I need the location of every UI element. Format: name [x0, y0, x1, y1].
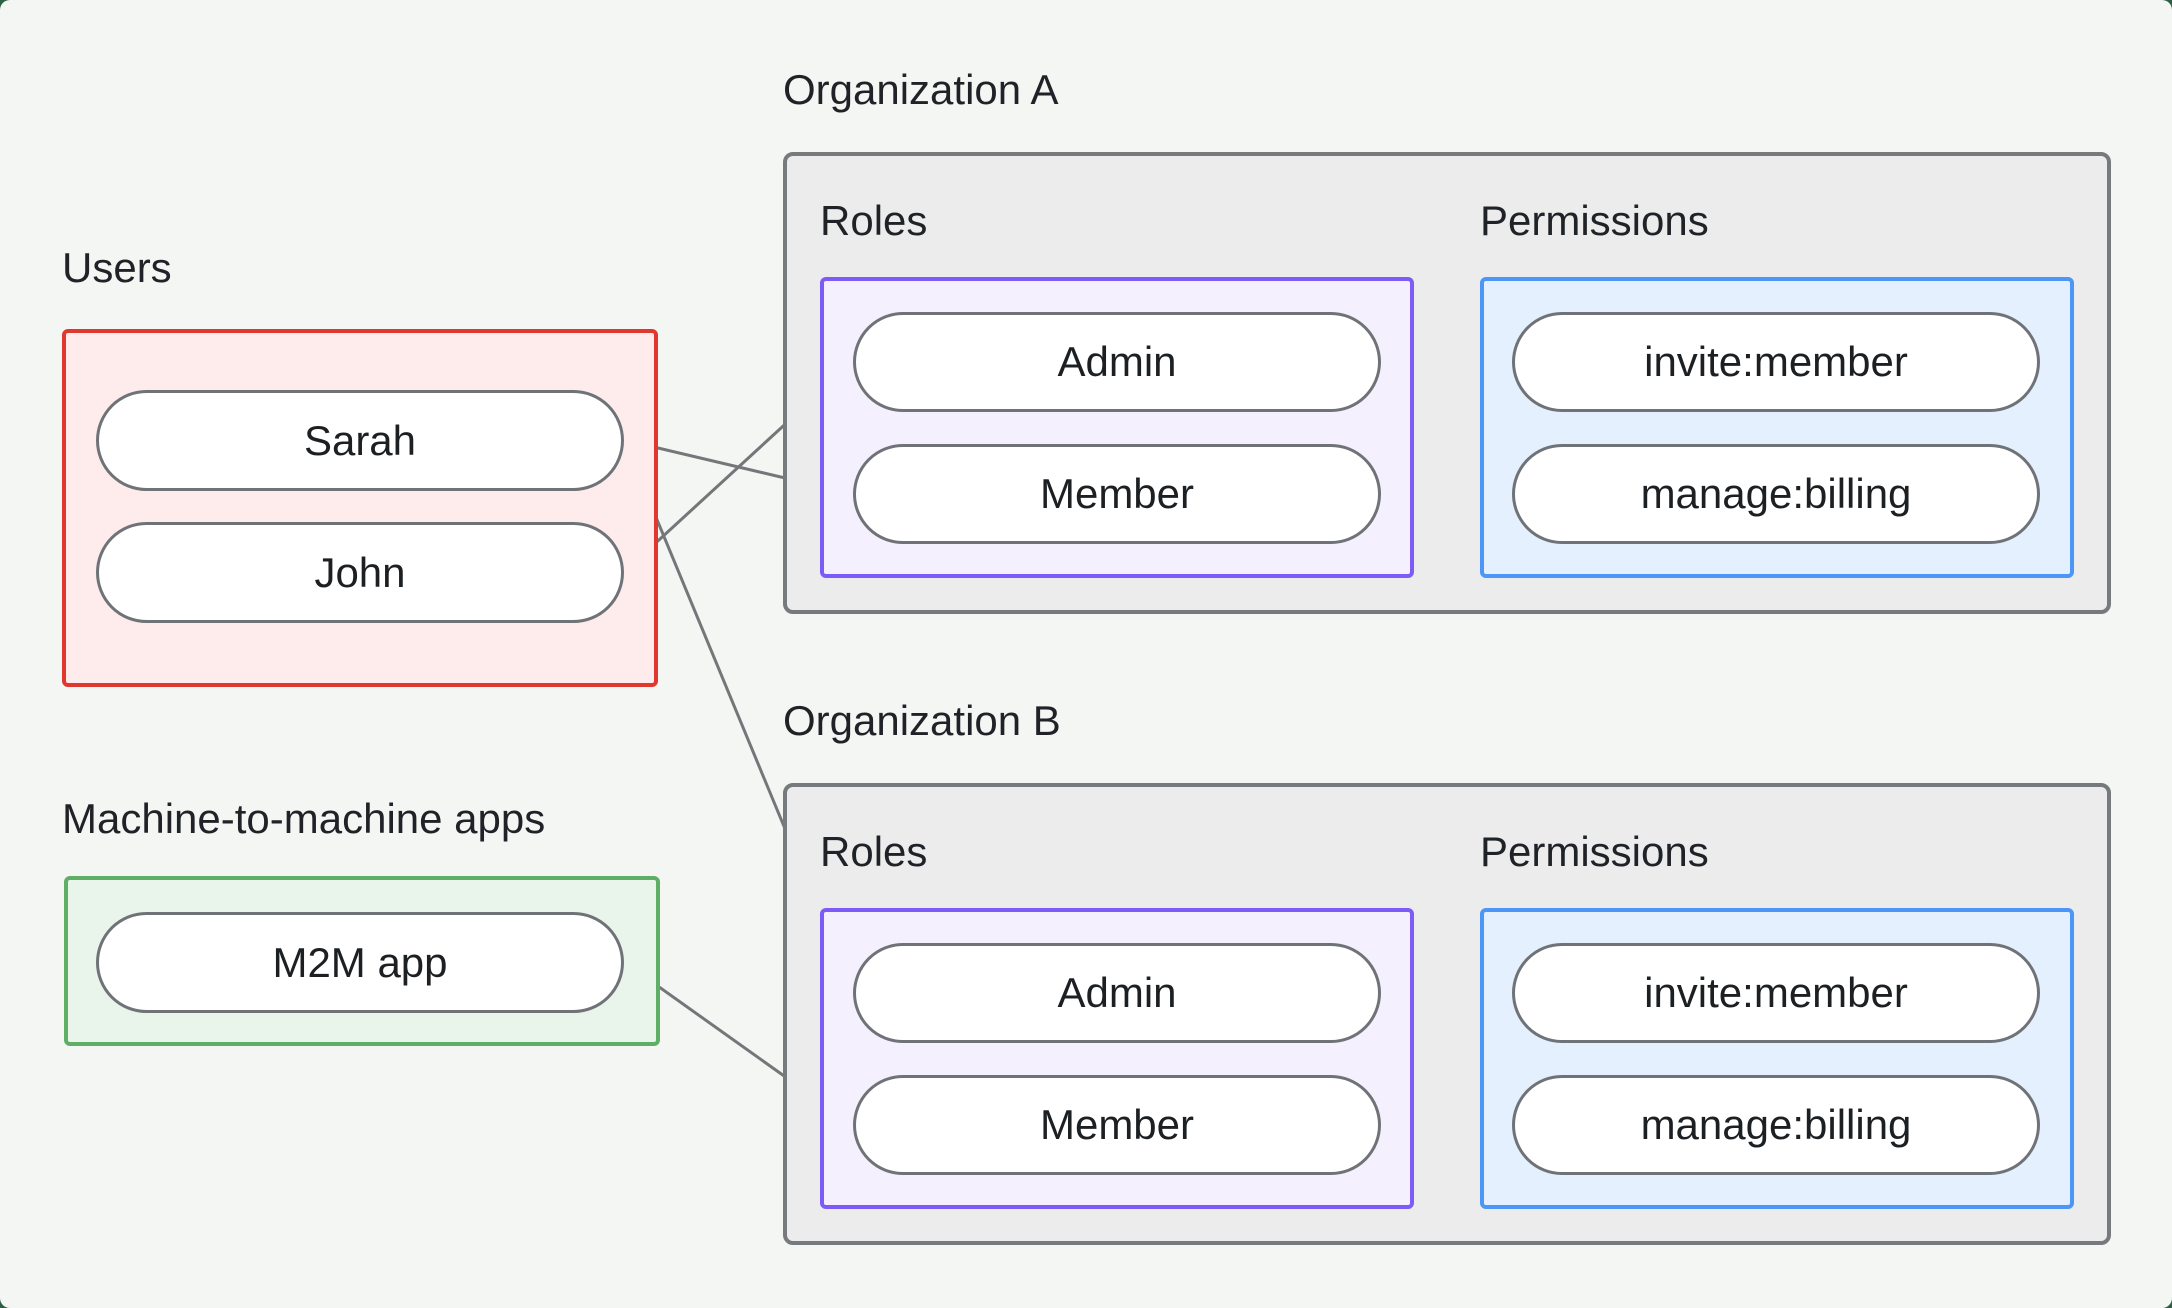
- role-node-org-b-member: Member: [853, 1075, 1381, 1175]
- organization-b-roles-box: Admin Member: [820, 908, 1414, 1209]
- m2m-app-node: M2M app: [96, 912, 624, 1013]
- user-node-sarah-label: Sarah: [303, 416, 417, 464]
- permission-node-org-a-manage-billing-label: manage:billing: [1640, 470, 1912, 517]
- user-node-john: John: [96, 522, 624, 623]
- user-node-sarah: Sarah: [96, 390, 624, 491]
- role-node-org-b-member-label: Member: [1039, 1101, 1195, 1148]
- permission-node-org-a-invite-member-label: invite:member: [1644, 338, 1908, 385]
- organization-a-permissions-box: invite:member manage:billing: [1480, 277, 2074, 578]
- organization-a-roles-box: Admin Member: [820, 277, 1414, 578]
- role-node-org-a-member: Member: [853, 444, 1381, 544]
- organization-a-box: Roles Permissions Admin Member invite:me…: [783, 152, 2111, 614]
- role-node-org-b-admin-label: Admin: [1057, 969, 1177, 1016]
- permission-node-org-a-invite-member: invite:member: [1512, 312, 2040, 412]
- role-node-org-a-admin: Admin: [853, 312, 1381, 412]
- permission-node-org-a-manage-billing: manage:billing: [1512, 444, 2040, 544]
- m2m-group-box: M2M app: [64, 876, 660, 1046]
- user-node-john-label: John: [314, 548, 406, 596]
- organization-a-permissions-label: Permissions: [1480, 197, 1709, 244]
- organization-a-title: Organization A: [783, 66, 1059, 113]
- m2m-section-label: Machine-to-machine apps: [62, 795, 546, 842]
- organization-b-roles-label: Roles: [820, 828, 928, 875]
- organization-a-roles-label: Roles: [820, 197, 928, 244]
- users-section-label: Users: [62, 244, 172, 291]
- permission-node-org-b-manage-billing-label: manage:billing: [1640, 1101, 1912, 1148]
- role-node-org-a-member-label: Member: [1039, 470, 1195, 517]
- organization-b-permissions-label: Permissions: [1480, 828, 1709, 875]
- permission-node-org-b-invite-member-label: invite:member: [1644, 969, 1908, 1016]
- m2m-app-node-label: M2M app: [272, 938, 448, 986]
- role-node-org-b-admin: Admin: [853, 943, 1381, 1043]
- organization-b-box: Roles Permissions Admin Member invite:me…: [783, 783, 2111, 1245]
- permission-node-org-b-manage-billing: manage:billing: [1512, 1075, 2040, 1175]
- role-node-org-a-admin-label: Admin: [1057, 338, 1177, 385]
- permission-node-org-b-invite-member: invite:member: [1512, 943, 2040, 1043]
- users-group-box: Sarah John: [62, 329, 658, 687]
- organization-b-title: Organization B: [783, 697, 1061, 744]
- organization-b-permissions-box: invite:member manage:billing: [1480, 908, 2074, 1209]
